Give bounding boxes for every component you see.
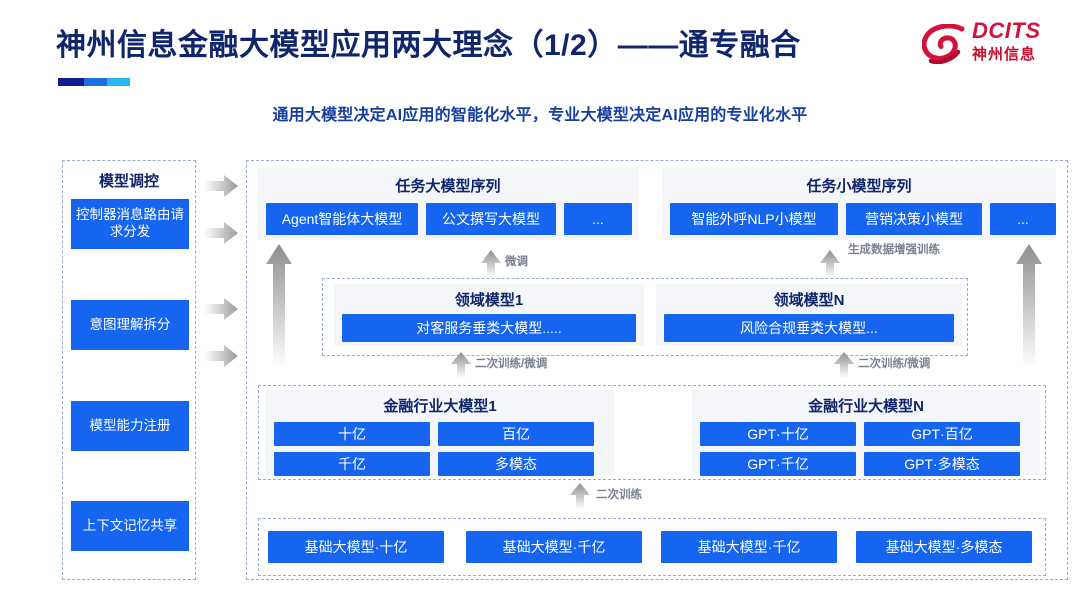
sidebar-item-label: 意图理解拆分 — [89, 316, 171, 332]
task-model-more[interactable]: ... — [990, 203, 1056, 235]
sidebar-item-label: 控制器消息路由请求分发 — [76, 207, 184, 239]
task-model-marketing-decision[interactable]: 营销决策小模型 — [846, 203, 982, 235]
sidebar-panel: 模型调控 控制器消息路由请求分发 意图理解拆分 模型能力注册 上下文记忆共享 — [62, 160, 196, 580]
industry-n-cell-1[interactable]: GPT·百亿 — [864, 422, 1020, 446]
sidebar-item-label: 上下文记忆共享 — [82, 517, 178, 533]
architecture-frame — [246, 160, 1068, 580]
logo-text-cn: 神州信息 — [972, 46, 1037, 63]
industry-n-cell-3[interactable]: GPT·多模态 — [864, 452, 1020, 476]
sidebar-item-intent-parsing[interactable]: 意图理解拆分 — [71, 300, 189, 350]
task-model-more[interactable]: ... — [564, 203, 632, 235]
industry-1-cell-1[interactable]: 百亿 — [438, 422, 594, 446]
industry-model-frame — [258, 385, 1046, 480]
domain-model-n-box[interactable]: 风险合规垂类大模型... — [664, 314, 954, 342]
foundation-model-1[interactable]: 基础大模型·千亿 — [466, 531, 642, 563]
sidebar-item-controller-routing[interactable]: 控制器消息路由请求分发 — [71, 199, 189, 249]
flow-arrow-up-tall-right-icon — [1016, 244, 1042, 368]
logo-text-en: DCITS — [972, 18, 1041, 43]
domain-model-frame — [322, 278, 968, 356]
flow-arrow-right-icon — [204, 222, 238, 244]
task-model-doc-writing[interactable]: 公文撰写大模型 — [426, 203, 556, 235]
flow-label-retrain-left: 二次训练/微调 — [475, 358, 548, 370]
flow-label-retrain-base: 二次训练 — [596, 489, 642, 501]
flow-arrow-up-icon — [820, 250, 840, 278]
task-small-model-list: 智能外呼NLP小模型 营销决策小模型 ... — [670, 203, 1056, 235]
industry-model-1-title: 金融行业大模型1 — [383, 398, 497, 415]
flow-arrow-up-tall-left-icon — [266, 244, 292, 368]
industry-n-cell-2[interactable]: GPT·千亿 — [700, 452, 856, 476]
task-large-model-list: Agent智能体大模型 公文撰写大模型 ... — [266, 203, 632, 235]
foundation-model-3[interactable]: 基础大模型·多模态 — [856, 531, 1032, 563]
industry-1-cell-2[interactable]: 千亿 — [274, 452, 430, 476]
sidebar-item-capability-registry[interactable]: 模型能力注册 — [71, 401, 189, 451]
flow-label-retrain-right: 二次训练/微调 — [858, 358, 931, 370]
task-small-model-sequence-title: 任务小模型序列 — [806, 178, 912, 195]
task-model-outbound-nlp[interactable]: 智能外呼NLP小模型 — [670, 203, 838, 235]
domain-model-1-title: 领域模型1 — [454, 292, 524, 309]
flow-arrow-up-icon — [451, 352, 471, 378]
flow-arrow-right-icon — [204, 345, 238, 367]
flow-arrow-right-icon — [204, 298, 238, 320]
flow-arrow-up-icon — [481, 250, 501, 278]
title-underline-rule — [58, 78, 130, 86]
flow-arrow-right-icon — [204, 175, 238, 197]
industry-n-cell-0[interactable]: GPT·十亿 — [700, 422, 856, 446]
flow-arrow-up-icon — [570, 483, 590, 509]
task-large-model-sequence-title: 任务大模型序列 — [395, 178, 501, 195]
flow-arrow-up-icon — [834, 352, 854, 378]
dcits-swirl-icon — [922, 24, 965, 64]
page-subtitle: 通用大模型决定AI应用的智能化水平，专业大模型决定AI应用的专业化水平 — [272, 107, 808, 124]
domain-model-1-box[interactable]: 对客服务垂类大模型..... — [342, 314, 636, 342]
sidebar-item-label: 模型能力注册 — [89, 417, 171, 433]
industry-1-cell-0[interactable]: 十亿 — [274, 422, 430, 446]
foundation-model-2[interactable]: 基础大模型·千亿 — [661, 531, 837, 563]
industry-1-cell-3[interactable]: 多模态 — [438, 452, 594, 476]
domain-model-n-title: 领域模型N — [773, 292, 845, 309]
task-model-agent[interactable]: Agent智能体大模型 — [266, 203, 418, 235]
foundation-model-0[interactable]: 基础大模型·十亿 — [268, 531, 444, 563]
page-title: 神州信息金融大模型应用两大理念（1/2）——通专融合 — [56, 29, 801, 62]
sidebar-item-context-memory-share[interactable]: 上下文记忆共享 — [71, 501, 189, 551]
foundation-model-frame — [258, 518, 1046, 576]
sidebar-title: 模型调控 — [98, 173, 159, 190]
flow-label-data-augmentation: 生成数据增强训练 — [848, 244, 940, 256]
industry-model-n-title: 金融行业大模型N — [808, 398, 924, 415]
dcits-logo: DCITS 神州信息 — [920, 18, 1066, 74]
flow-label-fine-tune: 微调 — [505, 256, 528, 268]
